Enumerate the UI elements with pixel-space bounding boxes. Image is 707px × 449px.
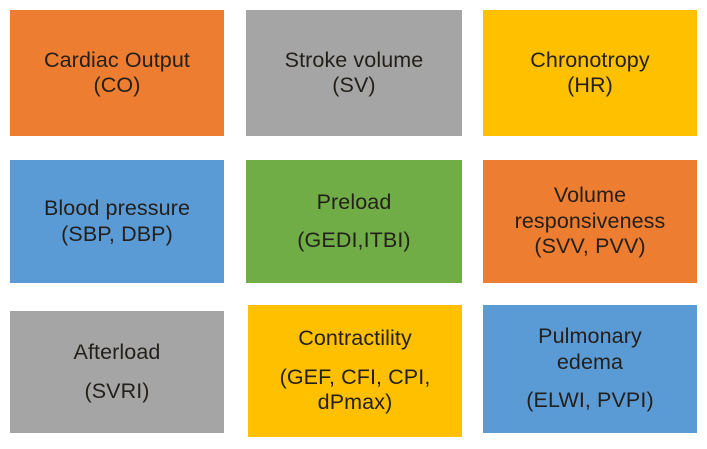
grid-cell-pulmonary-edema: Pulmonary edema (ELWI, PVPI) [483,305,697,433]
grid-cell-preload: Preload (GEDI,ITBI) [246,160,462,283]
cell-abbrev-preload: (GEDI,ITBI) [297,228,411,252]
cell-title-cardiac-output: Cardiac Output [44,47,190,72]
grid-cell-cardiac-output: Cardiac Output (CO) [10,10,224,136]
cell-title-blood-pressure: Blood pressure [43,196,190,221]
cell-abbrev-afterload: (SVRI) [84,378,150,403]
cell-abbrev-blood-pressure: (SBP, DBP) [61,221,173,246]
cell-title-chronotropy: Chronotropy [530,47,650,72]
cell-abbrev-contractility-line2: dPmax) [317,390,393,415]
cell-abbrev-contractility-line1: (GEF, CFI, CPI, [279,364,431,389]
grid-cell-volume-responsiveness: Volume responsiveness (SVV, PVV) [483,160,697,283]
cell-abbrev-stroke-volume: (SV) [332,73,376,97]
cell-abbrev-cardiac-output: (CO) [93,73,141,97]
cell-abbrev-chronotropy: (HR) [567,73,613,97]
cell-title-preload: Preload [316,189,392,214]
grid-cell-afterload: Afterload (SVRI) [10,311,224,433]
cell-title-pulmonary-edema-line2: edema [556,349,624,374]
grid-cell-stroke-volume: Stroke volume (SV) [246,10,462,136]
grid-cell-contractility: Contractility (GEF, CFI, CPI, dPmax) [248,305,462,437]
grid-cell-blood-pressure: Blood pressure (SBP, DBP) [10,160,224,283]
cell-abbrev-pulmonary-edema: (ELWI, PVPI) [526,388,654,413]
cell-title-pulmonary-edema-line1: Pulmonary [538,324,642,349]
cell-title-contractility: Contractility [298,326,412,351]
cell-title-volume-responsiveness-line2: responsiveness [514,208,666,233]
grid-cell-chronotropy: Chronotropy (HR) [483,10,697,136]
cell-abbrev-volume-responsiveness: (SVV, PVV) [534,234,646,259]
cell-title-afterload: Afterload [73,340,161,365]
cell-title-stroke-volume: Stroke volume [284,47,424,72]
cell-title-volume-responsiveness-line1: Volume [553,183,627,208]
